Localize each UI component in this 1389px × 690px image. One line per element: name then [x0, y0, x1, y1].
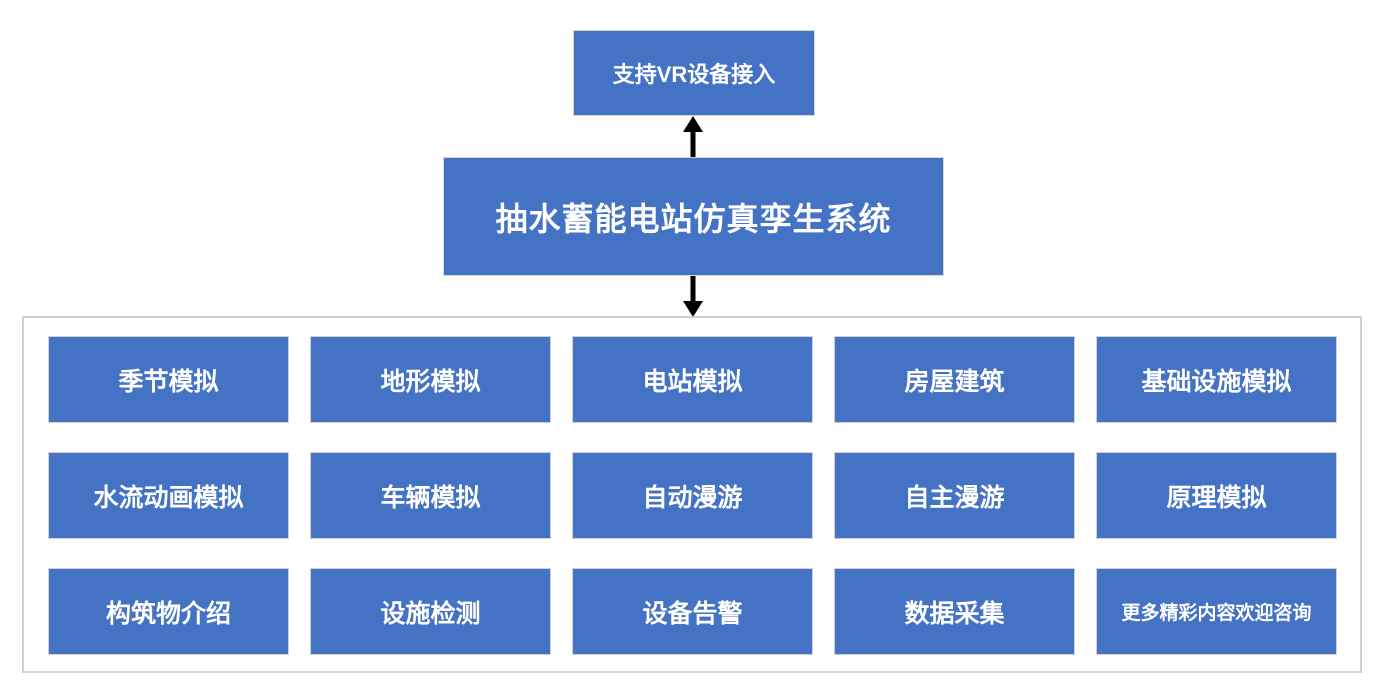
module-label: 更多精彩内容欢迎咨询 [1121, 603, 1312, 624]
module-box-structure-introduction: 构筑物介绍 [48, 568, 289, 655]
arrow-down-connector [683, 276, 703, 317]
module-label: 自动漫游 [642, 483, 743, 512]
module-label: 水流动画模拟 [93, 483, 244, 512]
module-box-buildings: 房屋建筑 [834, 336, 1075, 423]
vr-support-box: 支持VR设备接入 [573, 30, 815, 116]
vr-support-label: 支持VR设备接入 [612, 62, 776, 87]
module-box-principle-simulation: 原理模拟 [1096, 452, 1337, 539]
module-label: 构筑物介绍 [105, 599, 231, 628]
module-box-vehicle-simulation: 车辆模拟 [310, 452, 551, 539]
module-box-more-content-contact: 更多精彩内容欢迎咨询 [1096, 568, 1337, 655]
module-label: 季节模拟 [118, 367, 219, 396]
modules-panel: 季节模拟 地形模拟 电站模拟 房屋建筑 基础设施模拟 水流动画模拟 车辆模拟 自… [22, 316, 1362, 673]
module-box-station-simulation: 电站模拟 [572, 336, 813, 423]
module-label: 数据采集 [904, 599, 1005, 628]
module-box-season-simulation: 季节模拟 [48, 336, 289, 423]
module-label: 原理模拟 [1166, 483, 1267, 512]
module-label: 车辆模拟 [380, 483, 481, 512]
module-label: 自主漫游 [904, 483, 1005, 512]
module-label: 设施检测 [380, 599, 481, 628]
module-label: 基础设施模拟 [1141, 367, 1292, 396]
arrow-up-connector [683, 116, 703, 157]
system-title-label: 抽水蓄能电站仿真孪生系统 [495, 200, 892, 237]
module-box-auto-roaming: 自动漫游 [572, 452, 813, 539]
module-label: 设备告警 [642, 599, 743, 628]
module-box-waterflow-animation: 水流动画模拟 [48, 452, 289, 539]
module-box-free-roaming: 自主漫游 [834, 452, 1075, 539]
module-box-equipment-alarm: 设备告警 [572, 568, 813, 655]
module-label: 地形模拟 [380, 367, 481, 396]
module-box-terrain-simulation: 地形模拟 [310, 336, 551, 423]
module-box-infrastructure-simulation: 基础设施模拟 [1096, 336, 1337, 423]
system-title-box: 抽水蓄能电站仿真孪生系统 [443, 157, 944, 276]
module-label: 电站模拟 [642, 367, 743, 396]
module-label: 房屋建筑 [904, 367, 1005, 396]
module-box-data-collection: 数据采集 [834, 568, 1075, 655]
module-box-facility-inspection: 设施检测 [310, 568, 551, 655]
